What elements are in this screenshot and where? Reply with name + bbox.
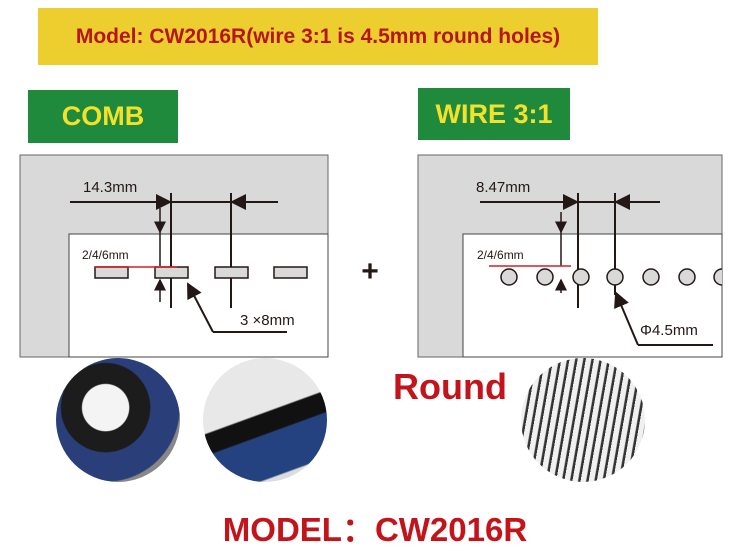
model-banner: Model: CW2016R(wire 3:1 is 4.5mm round h… (38, 8, 598, 65)
round-label: Round (393, 366, 507, 407)
comb-hole-size-label: 3 ×8mm (240, 312, 295, 329)
wire-hole-size-label: Φ4.5mm (640, 322, 698, 339)
wire-margin-label: 2/4/6mm (477, 248, 524, 262)
comb-pitch-label: 14.3mm (83, 179, 137, 196)
wire-pitch-label: 8.47mm (476, 179, 530, 196)
wire-tag: WIRE 3:1 (418, 88, 570, 140)
comb-label: COMB (61, 101, 145, 131)
comb-diagram: 14.3mm 2/4/6mm 3 ×8mm (19, 154, 329, 358)
wire-diagram: 8.47mm 2/4/6mm Φ4.5mm (417, 154, 723, 358)
footer-model: MODEL：CW2016R (222, 511, 528, 548)
comb-margin-label: 2/4/6mm (82, 248, 129, 262)
comb-spines-photo (56, 358, 180, 482)
plus-sign: + (361, 255, 379, 288)
comb-binding-photo (203, 358, 327, 482)
banner-text: Model: CW2016R(wire 3:1 is 4.5mm round h… (75, 24, 561, 48)
wire-binding-photo (521, 358, 645, 482)
comb-tag: COMB (28, 90, 178, 143)
wire-label: WIRE 3:1 (435, 98, 553, 129)
